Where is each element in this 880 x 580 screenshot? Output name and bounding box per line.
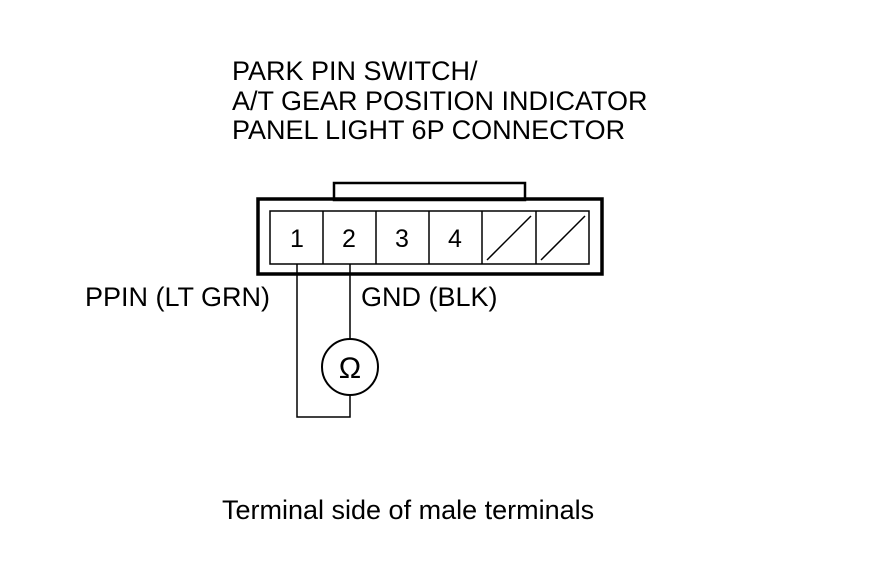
pin-label-4: 4: [448, 225, 462, 253]
ohmmeter-icon: Ω: [321, 338, 379, 396]
ppin-test-lead: [296, 264, 351, 418]
connector-outer-shell: [256, 197, 604, 276]
test-wiring: [296, 264, 351, 418]
connector-housing: [256, 181, 604, 276]
ohm-symbol: Ω: [339, 352, 361, 385]
cavity-2: 2: [342, 211, 377, 264]
pin-label-1: 1: [290, 225, 304, 253]
cavity-3: 3: [395, 211, 430, 264]
cavity-6-empty: [540, 215, 586, 261]
title-line-1: PARK PIN SWITCH/: [232, 56, 478, 86]
cavity-4: 4: [448, 211, 483, 264]
connector-cavities: 1 2 3 4: [290, 211, 586, 264]
pin-label-3: 3: [395, 225, 409, 253]
cavity-1: 1: [290, 211, 324, 264]
gnd-wire-label: GND (BLK): [361, 282, 498, 312]
empty-cavity-slash: [540, 215, 586, 261]
empty-cavity-slash: [486, 215, 532, 261]
ppin-wire-label: PPIN (LT GRN): [85, 282, 270, 312]
diagram-caption: Terminal side of male terminals: [222, 495, 594, 525]
cavity-5-empty: [486, 211, 537, 264]
pin-label-2: 2: [342, 225, 356, 253]
title-line-3: PANEL LIGHT 6P CONNECTOR: [232, 115, 625, 145]
title-line-2: A/T GEAR POSITION INDICATOR: [232, 86, 648, 116]
